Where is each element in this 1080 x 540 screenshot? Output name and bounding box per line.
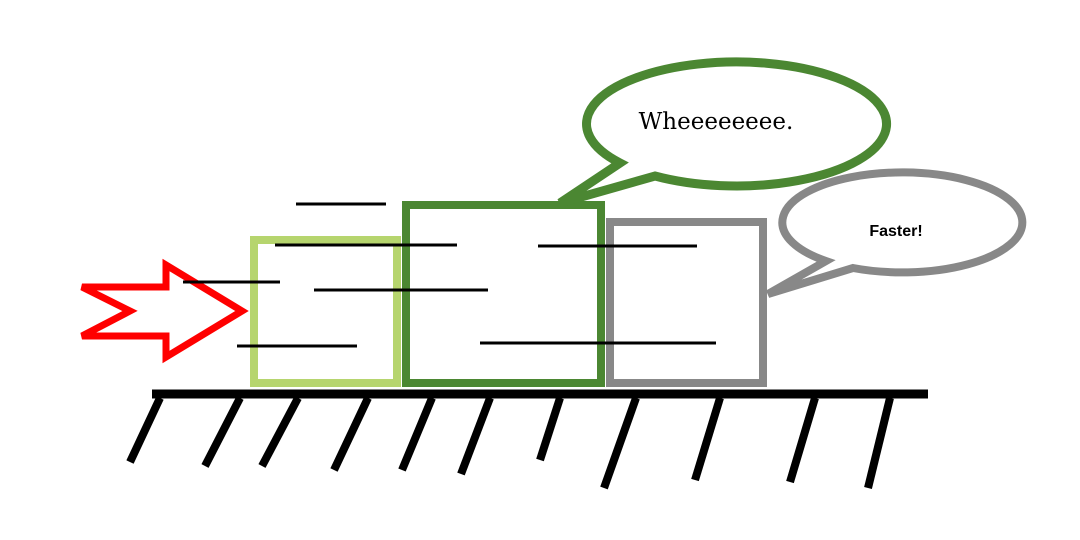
green-bubble-text: Wheeeeeeee. — [639, 109, 794, 135]
light-green-box — [250, 236, 401, 387]
gray-box — [606, 218, 767, 387]
green-speech-bubble: Wheeeeeeee. — [557, 57, 891, 208]
speed-lines — [183, 202, 716, 348]
ground-hatching — [126, 396, 894, 490]
gray-speech-bubble: Faster! — [766, 168, 1027, 298]
dark-green-box — [402, 201, 605, 387]
red-arrow — [80, 258, 249, 364]
gray-bubble-text: Faster! — [869, 223, 922, 240]
